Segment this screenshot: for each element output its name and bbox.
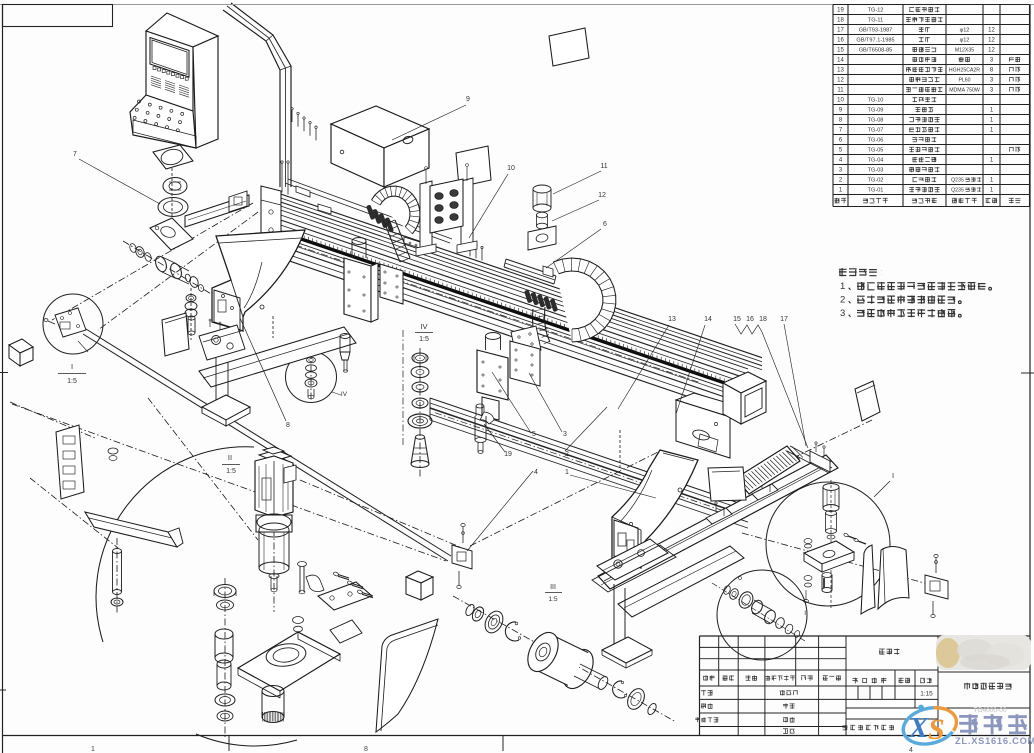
svg-text:TG-09: TG-09 (868, 108, 884, 114)
svg-text:13: 13 (668, 316, 676, 323)
svg-text:3: 3 (990, 58, 994, 64)
svg-text:19: 19 (837, 8, 844, 14)
svg-text:TG-05: TG-05 (868, 148, 884, 154)
svg-text:8: 8 (364, 746, 368, 753)
svg-text:3: 3 (839, 168, 843, 174)
svg-text:PL60: PL60 (958, 78, 970, 84)
svg-text:φ12: φ12 (960, 38, 970, 44)
svg-text:2: 2 (840, 295, 845, 306)
svg-text:Q235: Q235 (951, 178, 964, 184)
svg-text:12: 12 (837, 78, 844, 84)
svg-text:12: 12 (598, 192, 606, 199)
svg-text:TG-03: TG-03 (868, 168, 884, 174)
svg-text:1: 1 (840, 281, 845, 292)
svg-text:1: 1 (990, 188, 994, 194)
svg-text:TG-04: TG-04 (868, 158, 884, 164)
svg-text:GB/T97.1-1985: GB/T97.1-1985 (856, 38, 894, 44)
svg-text:4: 4 (534, 469, 538, 476)
svg-text:5: 5 (532, 431, 536, 438)
svg-text:12: 12 (988, 48, 995, 54)
svg-text:12: 12 (988, 38, 995, 44)
svg-text:3: 3 (990, 88, 994, 94)
svg-text:8: 8 (839, 118, 843, 124)
svg-text:1:5: 1:5 (548, 596, 557, 603)
svg-text:3: 3 (840, 308, 845, 319)
svg-text:1: 1 (990, 178, 994, 184)
svg-text:1:5: 1:5 (226, 468, 236, 475)
svg-text:HGH25CA2R: HGH25CA2R (949, 68, 980, 74)
svg-text:S: S (928, 713, 945, 746)
svg-text:9: 9 (839, 108, 843, 114)
svg-text:II: II (804, 610, 808, 617)
svg-text:1: 1 (839, 188, 843, 194)
svg-text:1:15: 1:15 (920, 691, 933, 698)
svg-text:1: 1 (990, 108, 994, 114)
svg-text:TG-07: TG-07 (868, 128, 884, 134)
svg-text:IV: IV (341, 391, 348, 398)
svg-text:15: 15 (733, 316, 741, 323)
svg-text:φ12: φ12 (960, 28, 970, 34)
svg-text:I: I (71, 362, 73, 371)
svg-text:16: 16 (746, 316, 754, 323)
svg-text:1: 1 (990, 158, 994, 164)
svg-text:6: 6 (603, 221, 607, 228)
svg-text:X: X (908, 712, 929, 744)
svg-text:TG-10: TG-10 (868, 98, 884, 104)
svg-text:M12X35: M12X35 (955, 48, 974, 54)
svg-text:Q235: Q235 (951, 188, 964, 194)
svg-text:5: 5 (839, 148, 843, 154)
svg-text:3: 3 (990, 78, 994, 84)
svg-text:18: 18 (759, 316, 767, 323)
svg-text:TG-11: TG-11 (868, 18, 883, 24)
svg-text:1:5: 1:5 (67, 378, 77, 385)
svg-text:II: II (228, 453, 232, 462)
svg-text:10: 10 (837, 98, 844, 104)
svg-text:4: 4 (839, 158, 843, 164)
svg-text:1: 1 (565, 469, 569, 476)
svg-text:18: 18 (837, 18, 844, 24)
svg-text:TG-08: TG-08 (868, 118, 884, 124)
svg-text:13: 13 (837, 68, 844, 74)
svg-text:TG-02: TG-02 (868, 178, 884, 184)
svg-text:IV: IV (420, 322, 427, 331)
svg-text:15: 15 (837, 48, 844, 54)
svg-text:6: 6 (839, 138, 843, 144)
svg-text:4: 4 (909, 747, 913, 753)
svg-text:11: 11 (837, 88, 844, 94)
svg-text:1:5: 1:5 (419, 336, 429, 343)
svg-text:III: III (550, 584, 556, 591)
svg-text:GB/T6508-85: GB/T6508-85 (859, 48, 893, 54)
svg-text:1: 1 (990, 118, 994, 124)
svg-text:17: 17 (780, 316, 788, 323)
svg-text:2: 2 (565, 451, 569, 458)
svg-text:8: 8 (990, 68, 994, 74)
svg-text:17: 17 (837, 28, 844, 34)
svg-text:8: 8 (286, 422, 290, 429)
svg-text:12: 12 (988, 28, 995, 34)
svg-text:ZL.XS1616.COM: ZL.XS1616.COM (955, 736, 1034, 746)
svg-text:1: 1 (91, 746, 95, 753)
svg-text:11: 11 (600, 163, 607, 170)
svg-text:1: 1 (990, 128, 994, 134)
svg-text:I: I (892, 471, 894, 480)
svg-text:7: 7 (73, 151, 77, 158)
svg-text:MDMA 750W: MDMA 750W (949, 88, 980, 94)
svg-text:GB/T93-1987: GB/T93-1987 (859, 28, 893, 34)
svg-text:TG-06: TG-06 (868, 138, 884, 144)
svg-text:2: 2 (839, 178, 843, 184)
svg-text:10: 10 (507, 165, 515, 172)
svg-text:14: 14 (837, 58, 844, 64)
svg-text:19: 19 (504, 451, 512, 458)
svg-text:TG4000-00: TG4000-00 (974, 707, 1007, 714)
svg-text:TG-12: TG-12 (868, 8, 884, 14)
svg-text:TG-01: TG-01 (868, 188, 884, 194)
svg-text:16: 16 (837, 38, 844, 44)
svg-text:14: 14 (704, 316, 712, 323)
svg-text:9: 9 (466, 96, 470, 103)
svg-text:3: 3 (563, 431, 567, 438)
svg-text:7: 7 (839, 128, 843, 134)
